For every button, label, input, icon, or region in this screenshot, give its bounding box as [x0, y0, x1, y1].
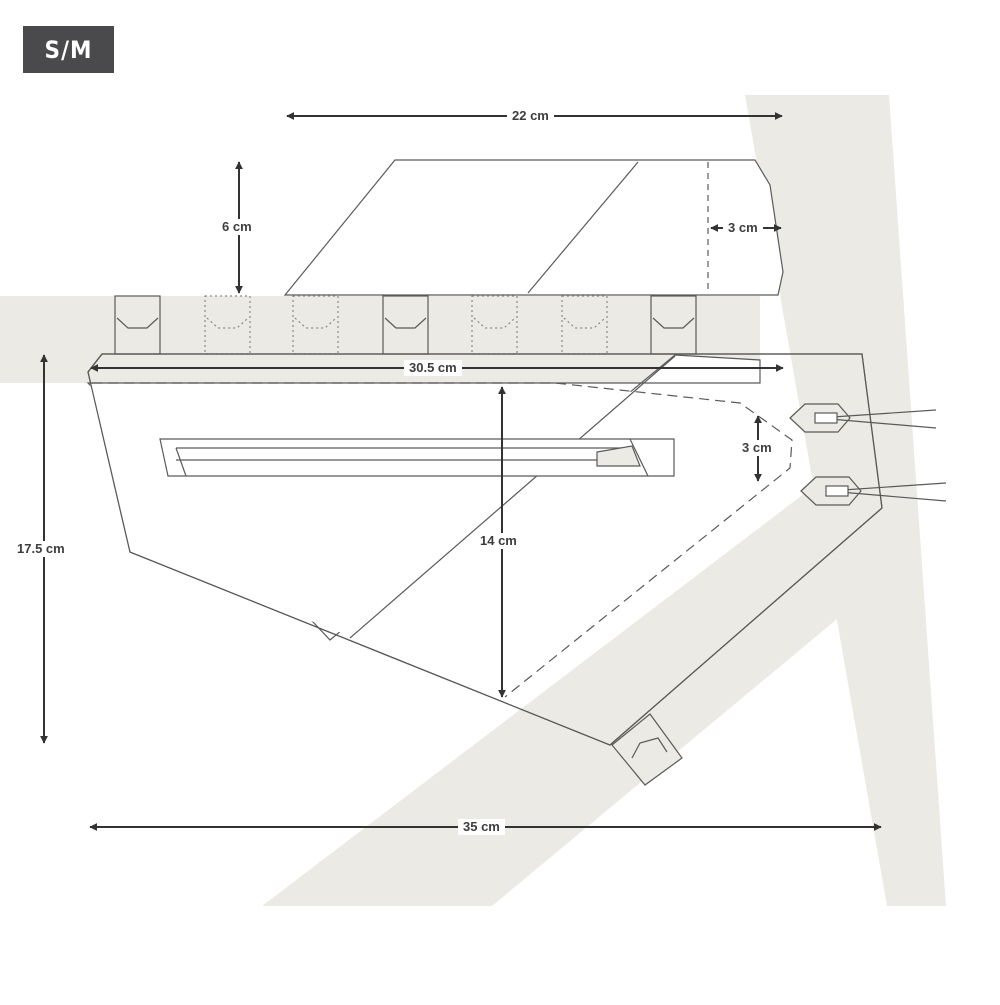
down-tube-strap [611, 713, 683, 786]
frame-bag-seam [349, 355, 676, 639]
frame-bag-expanded-edge [92, 382, 793, 698]
bolt-upper [789, 403, 937, 433]
strap [382, 295, 429, 355]
dim-front-depth: 3 cm [737, 440, 777, 456]
zipper [159, 438, 675, 477]
strap [114, 295, 161, 355]
zipper-pull [596, 445, 641, 467]
dim-top-length: 22 cm [507, 108, 554, 124]
strap [650, 295, 697, 355]
dim-inner-height: 14 cm [475, 533, 522, 549]
cage-bolts [789, 403, 947, 506]
top-tube [0, 296, 760, 383]
top-tube-bag [283, 159, 784, 296]
top-bag-seam [527, 161, 639, 294]
top-bag-outline [283, 159, 784, 296]
dim-top-end-depth: 3 cm [723, 220, 763, 236]
dim-total-height: 17.5 cm [12, 541, 70, 557]
down-tube [262, 455, 890, 906]
bolt-lower [800, 476, 947, 506]
dim-main-top-length: 30.5 cm [404, 360, 462, 376]
dim-top-height: 6 cm [217, 219, 257, 235]
dim-bottom-length: 35 cm [458, 819, 505, 835]
size-label: S/M [23, 26, 114, 73]
top-straps [114, 295, 697, 355]
